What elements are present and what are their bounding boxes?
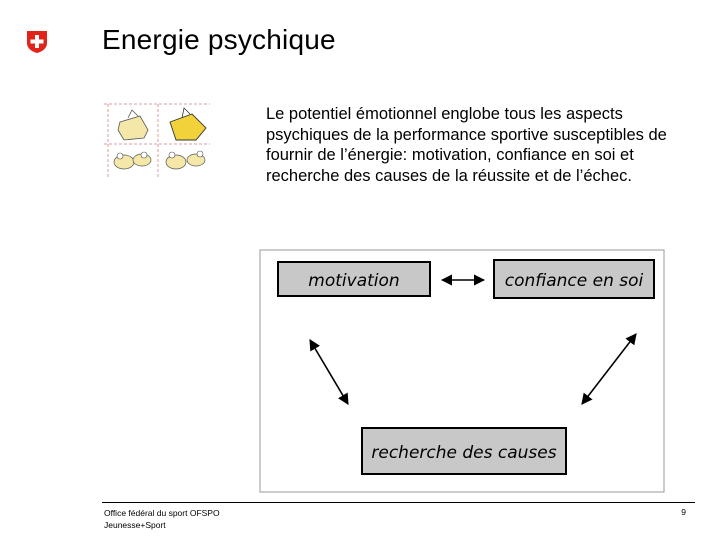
page-title: Energie psychique [102,24,336,55]
arrow-motivation-recherche [309,339,349,405]
footer-org-line2: Jeunesse+Sport [104,520,166,530]
arrow-confiance-recherche [581,333,637,405]
box-recherche: recherche des causes [361,427,567,475]
illustration-thumbnail [100,100,212,180]
label-motivation: motivation [308,271,399,291]
box-confiance: confiance en soi [493,259,655,299]
footer-organization: Office fédéral du sport OFSPO Jeunesse+S… [104,507,220,531]
energy-diagram: motivation confiance en soi recherche de… [259,249,665,493]
swiss-cross-icon [27,31,47,53]
body-paragraph: Le potentiel émotionnel englobe tous les… [266,105,667,185]
page-number: 9 [681,507,686,517]
box-motivation: motivation [277,261,431,297]
label-confiance: confiance en soi [505,271,644,291]
footer-org-line1: Office fédéral du sport OFSPO [104,508,220,518]
label-recherche: recherche des causes [371,443,556,463]
footer-divider [102,502,695,503]
